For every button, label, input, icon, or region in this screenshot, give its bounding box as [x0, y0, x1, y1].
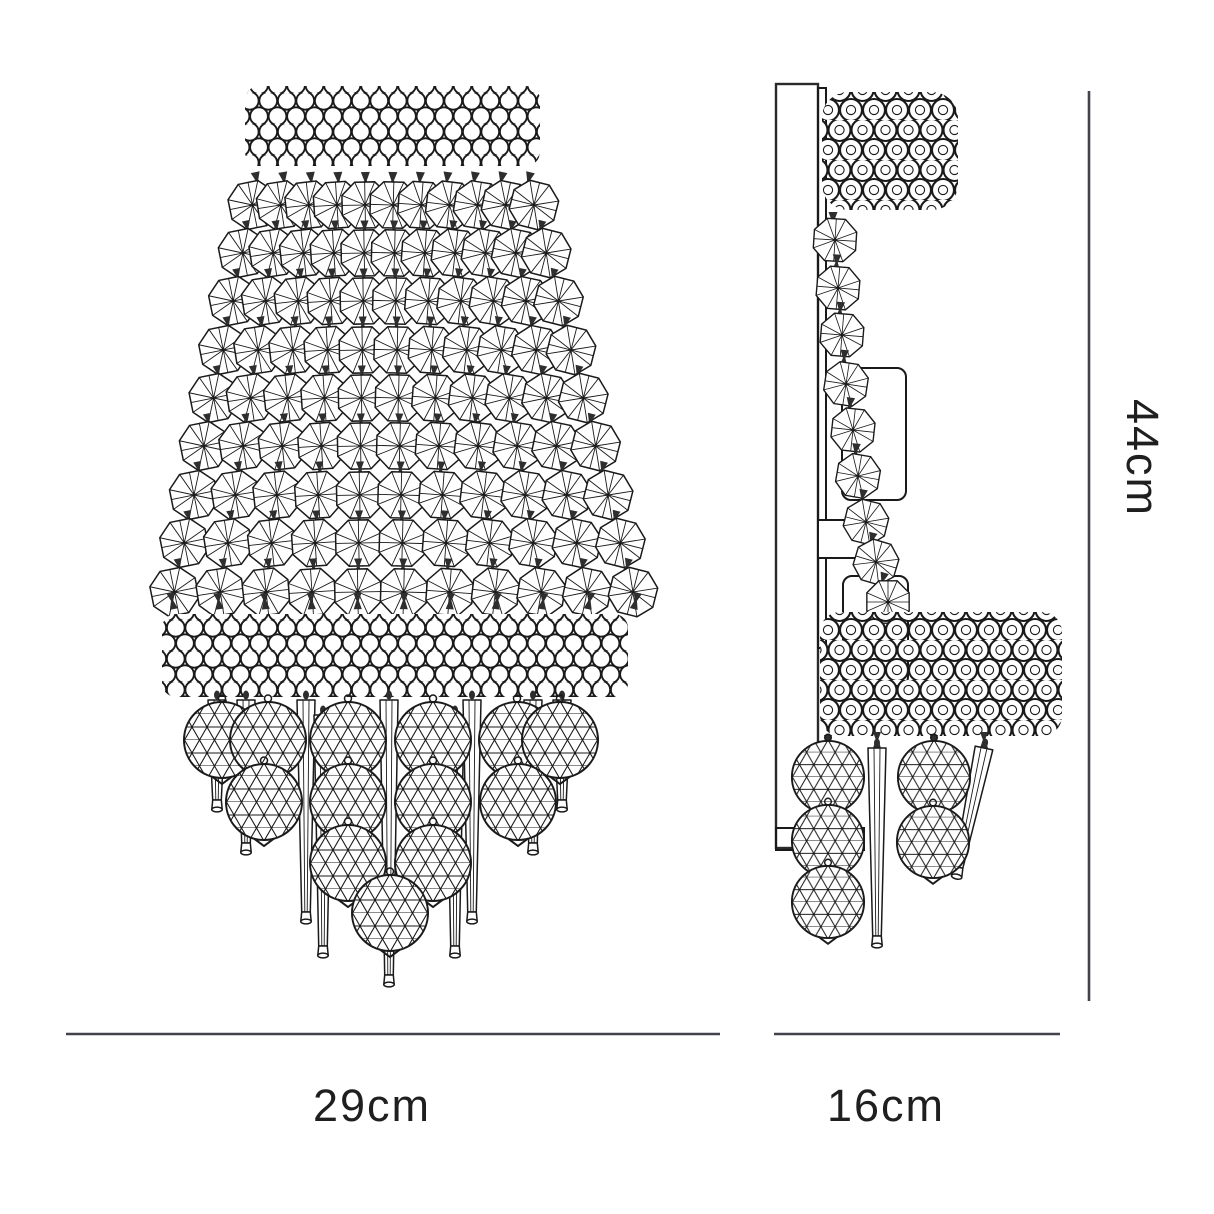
top-bead-cluster	[822, 92, 958, 210]
bottom-bead-band	[162, 614, 628, 697]
crystal-bead	[828, 405, 878, 455]
crystal-bead	[156, 515, 213, 571]
icicle-hanger	[981, 738, 989, 748]
crystal-bead	[193, 564, 248, 620]
crystal-bead	[591, 514, 650, 572]
icicle-hanger	[469, 690, 475, 700]
crystal-bead	[559, 564, 616, 620]
side-view	[774, 82, 1062, 949]
side-depth-label: 16cm	[827, 1080, 945, 1131]
crystal-ball	[790, 858, 866, 945]
wall-plate	[774, 82, 820, 850]
crystal-bead	[200, 515, 255, 571]
dimension-annotations: 29cm 16cm 44cm	[66, 91, 1168, 1131]
crystal-bead	[506, 515, 561, 571]
crystal-bead	[463, 516, 516, 570]
front-width-label: 29cm	[313, 1080, 431, 1131]
bottom-bead-cluster	[820, 612, 1062, 736]
front-view	[146, 86, 662, 988]
height-label: 44cm	[1117, 399, 1168, 517]
icicle-hanger	[303, 690, 309, 700]
crystal-bead	[424, 566, 475, 618]
crystal-bead	[239, 565, 293, 619]
crystal-bead	[548, 515, 605, 571]
icicle-hanger	[530, 690, 536, 700]
icicle-hanger	[874, 738, 880, 748]
crystal-bead	[146, 564, 203, 620]
icicle-drop	[867, 738, 887, 949]
crystal-bead	[245, 516, 298, 570]
crystal-bead	[554, 369, 613, 427]
crystal-bead	[832, 450, 884, 502]
icicle-hanger	[243, 690, 249, 700]
crystal-bead	[579, 466, 637, 524]
crystal-bead	[514, 564, 569, 620]
crystal-bead	[469, 565, 522, 619]
crystal-bead	[604, 563, 662, 621]
crystal-bead	[566, 417, 625, 475]
icicle-hanger	[386, 690, 392, 700]
top-bead-band	[245, 86, 540, 166]
